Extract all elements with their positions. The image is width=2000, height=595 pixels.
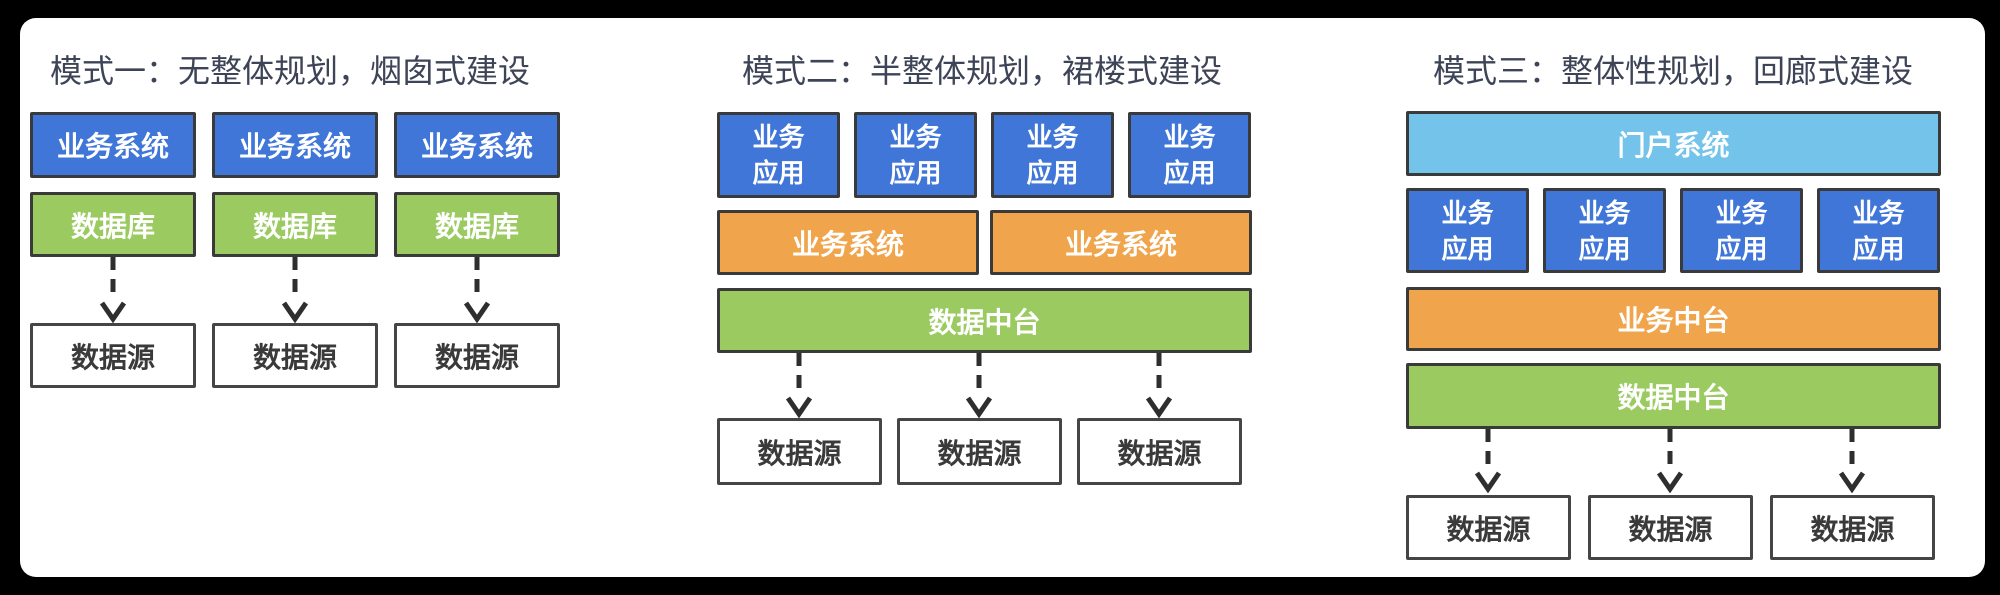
business-app-box: 业务 应用 bbox=[1817, 188, 1940, 273]
dashed-arrow-icon bbox=[99, 257, 127, 323]
dashed-arrow bbox=[280, 257, 310, 323]
dashed-arrow bbox=[98, 257, 128, 323]
mode2-systems-row: 业务系统 业务系统 bbox=[717, 210, 1252, 275]
mode1-systems-row: 业务系统 业务系统 业务系统 bbox=[30, 112, 560, 178]
diagram-card: 模式一：无整体规划，烟囱式建设 业务系统 业务系统 业务系统 数据库 数据库 数… bbox=[20, 18, 1985, 577]
dashed-arrow-icon bbox=[281, 257, 309, 323]
data-source-box: 数据源 bbox=[1588, 495, 1753, 560]
database-box: 数据库 bbox=[212, 192, 378, 257]
mode3-data-platform-row: 数据中台 bbox=[1406, 363, 1941, 429]
dashed-arrow-icon bbox=[785, 353, 813, 418]
data-source-box: 数据源 bbox=[897, 418, 1062, 485]
business-app-box: 业务 应用 bbox=[991, 112, 1114, 198]
mode3-business-platform-row: 业务中台 bbox=[1406, 287, 1941, 351]
business-app-box: 业务 应用 bbox=[717, 112, 840, 198]
mode2-apps-row: 业务 应用 业务 应用 业务 应用 业务 应用 bbox=[717, 112, 1251, 198]
business-system-box: 业务系统 bbox=[394, 112, 560, 178]
portal-system-bar: 门户系统 bbox=[1406, 111, 1941, 176]
dashed-arrow-icon bbox=[1838, 429, 1866, 493]
mode1-sources-row: 数据源 数据源 数据源 bbox=[30, 323, 560, 388]
data-source-box: 数据源 bbox=[1770, 495, 1935, 560]
data-source-box: 数据源 bbox=[212, 323, 378, 388]
dashed-arrow-icon bbox=[965, 353, 993, 418]
business-system-box: 业务系统 bbox=[717, 210, 979, 275]
business-system-box: 业务系统 bbox=[990, 210, 1252, 275]
dashed-arrow-icon bbox=[1474, 429, 1502, 493]
mode3-portal-row: 门户系统 bbox=[1406, 111, 1941, 176]
mode2-data-platform-row: 数据中台 bbox=[717, 288, 1252, 353]
dashed-arrow bbox=[964, 353, 994, 418]
mode3-title: 模式三：整体性规划，回廊式建设 bbox=[1433, 53, 1914, 89]
data-platform-bar: 数据中台 bbox=[717, 288, 1252, 353]
data-platform-bar: 数据中台 bbox=[1406, 363, 1941, 429]
dashed-arrow-icon bbox=[1145, 353, 1173, 418]
mode2-title: 模式二：半整体规划，裙楼式建设 bbox=[742, 53, 1223, 89]
dashed-arrow-icon bbox=[463, 257, 491, 323]
business-app-box: 业务 应用 bbox=[1406, 188, 1529, 273]
mode3-apps-row: 业务 应用 业务 应用 业务 应用 业务 应用 bbox=[1406, 188, 1940, 273]
dashed-arrow bbox=[1144, 353, 1174, 418]
dashed-arrow-icon bbox=[1656, 429, 1684, 493]
dashed-arrow bbox=[1473, 429, 1503, 493]
dashed-arrow bbox=[784, 353, 814, 418]
business-app-box: 业务 应用 bbox=[1543, 188, 1666, 273]
dashed-arrow bbox=[462, 257, 492, 323]
database-box: 数据库 bbox=[30, 192, 196, 257]
business-platform-bar: 业务中台 bbox=[1406, 287, 1941, 351]
mode3-sources-row: 数据源 数据源 数据源 bbox=[1406, 495, 1935, 560]
business-app-box: 业务 应用 bbox=[1128, 112, 1251, 198]
data-source-box: 数据源 bbox=[1406, 495, 1571, 560]
data-source-box: 数据源 bbox=[1077, 418, 1242, 485]
data-source-box: 数据源 bbox=[717, 418, 882, 485]
business-app-box: 业务 应用 bbox=[854, 112, 977, 198]
mode2-sources-row: 数据源 数据源 数据源 bbox=[717, 418, 1242, 485]
database-box: 数据库 bbox=[394, 192, 560, 257]
data-source-box: 数据源 bbox=[394, 323, 560, 388]
business-system-box: 业务系统 bbox=[30, 112, 196, 178]
business-app-box: 业务 应用 bbox=[1680, 188, 1803, 273]
mode1-databases-row: 数据库 数据库 数据库 bbox=[30, 192, 560, 257]
dashed-arrow bbox=[1837, 429, 1867, 493]
data-source-box: 数据源 bbox=[30, 323, 196, 388]
dashed-arrow bbox=[1655, 429, 1685, 493]
business-system-box: 业务系统 bbox=[212, 112, 378, 178]
mode1-title: 模式一：无整体规划，烟囱式建设 bbox=[50, 53, 531, 89]
